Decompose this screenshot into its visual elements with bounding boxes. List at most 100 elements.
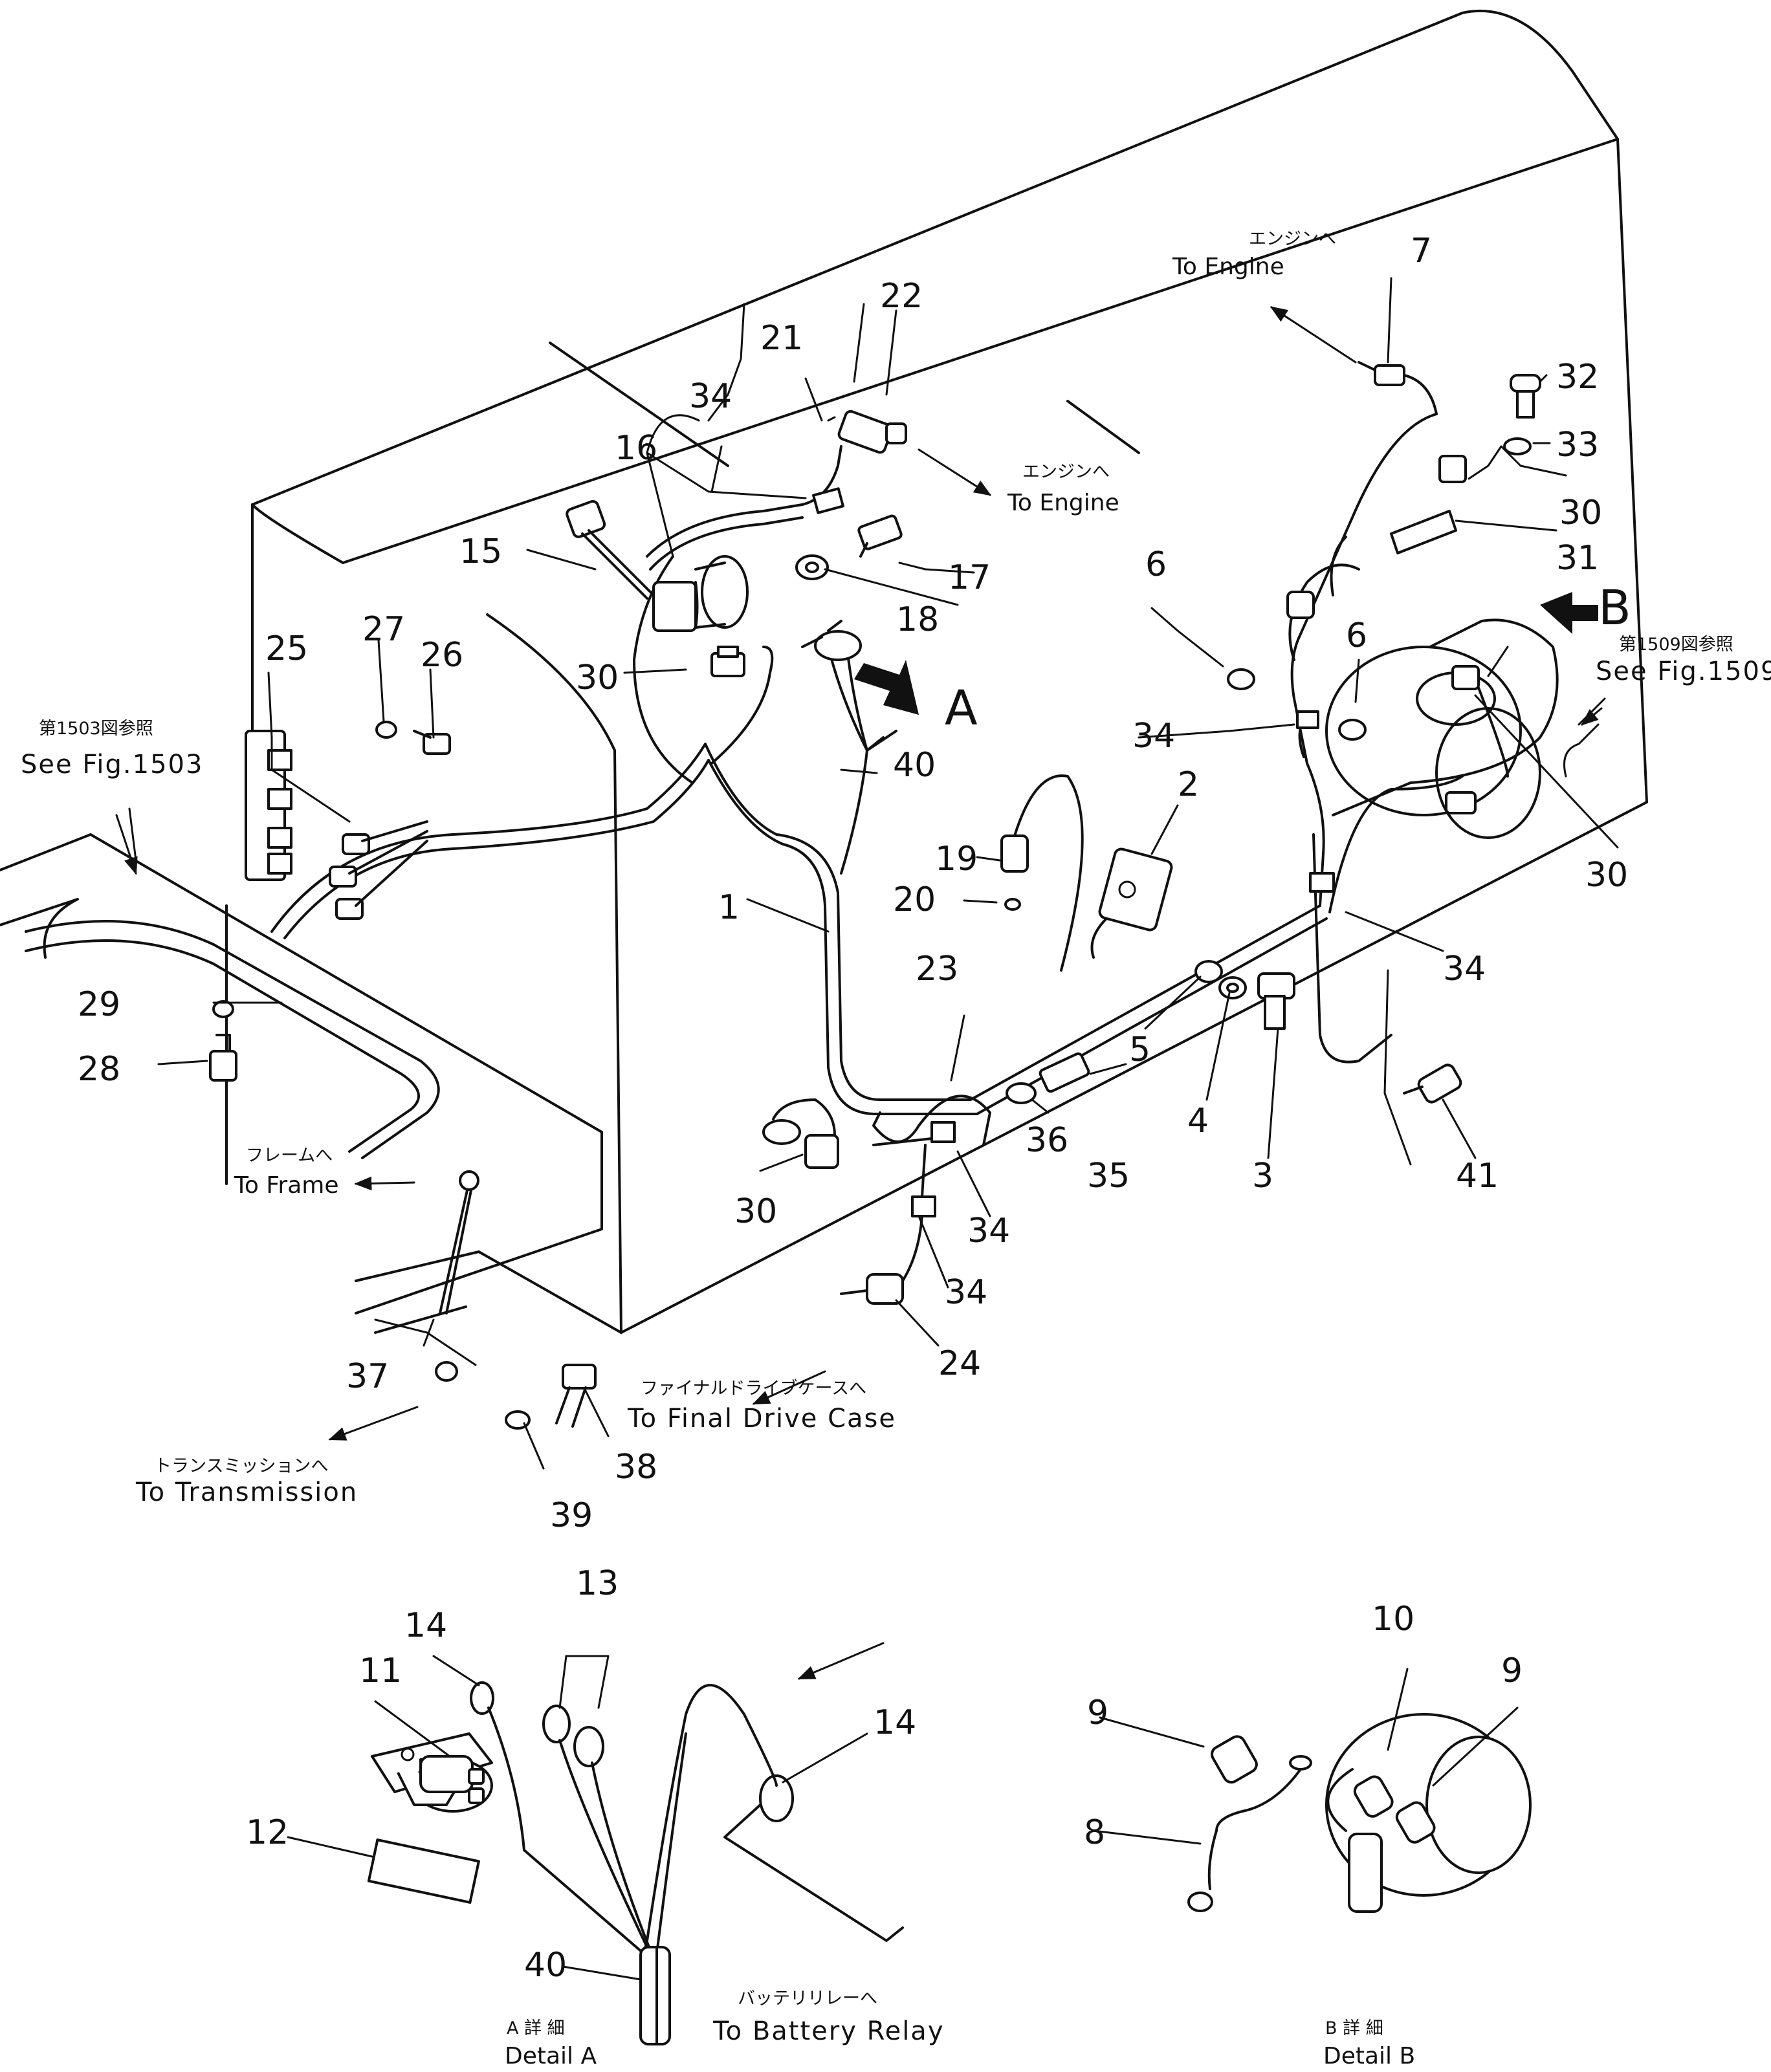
callout-1: 1: [718, 888, 740, 927]
part-7-connector: [1358, 361, 1438, 415]
detail-a-drawing: [287, 1655, 904, 2045]
callout-29: 29: [78, 985, 120, 1024]
annotations: エンジンへ To Engine エンジンへ To Engine 第1503図参照…: [21, 229, 1771, 2069]
frame-en: To Frame: [234, 1172, 339, 1199]
callout-36: 36: [1026, 1121, 1068, 1160]
callout-26: 26: [421, 636, 463, 675]
callout-14: 14: [404, 1606, 447, 1645]
detail-a-jp: A 詳 細: [507, 2018, 565, 2038]
part-38-39-hardware: [505, 1364, 597, 1430]
callout-16: 16: [615, 429, 657, 468]
callout-8: 8: [1084, 1813, 1105, 1852]
callout-23: 23: [916, 950, 958, 988]
part-27-26-hardware: [375, 721, 451, 755]
view-marker-b: B: [1598, 580, 1631, 636]
detail-b-en: Detail B: [1323, 2043, 1415, 2069]
callout-37: 37: [346, 1357, 389, 1396]
callout-6: 6: [1145, 545, 1167, 584]
part-30-connector-a: [710, 646, 745, 677]
direction-arrows: [115, 306, 1603, 1680]
callout-30: 30: [1559, 494, 1602, 532]
callout-25: 25: [265, 629, 308, 668]
callout-27: 27: [362, 610, 405, 649]
part-18-washer: [795, 554, 829, 580]
callout-35: 35: [1087, 1157, 1130, 1195]
callout-3: 3: [1252, 1157, 1273, 1195]
part-30-connector-b: [1438, 455, 1467, 483]
callout-5: 5: [1129, 1031, 1150, 1069]
part-24-sensor: [840, 1215, 923, 1305]
part-15-horn: [566, 500, 655, 600]
engine-mid-en: To Engine: [1007, 490, 1119, 516]
part-21-22-connector: [837, 409, 907, 454]
fig1503-jp: 第1503図参照: [39, 719, 153, 739]
callout-14: 14: [874, 1703, 916, 1742]
callout-15: 15: [459, 532, 502, 571]
callout-28: 28: [78, 1050, 120, 1089]
view-arrow-b: [1540, 592, 1598, 634]
part-5-4-3-hardware: [1194, 960, 1295, 1030]
part-29-28-hardware: [209, 1000, 237, 1082]
callout-32: 32: [1556, 358, 1599, 397]
frame-outline: [0, 9, 1648, 1334]
callout-6: 6: [1346, 616, 1367, 655]
callout-labels: 1 2 3 4 5 6 6 7 8 9 9 10 11 12 13 14 14 …: [78, 232, 1628, 1985]
callout-34: 34: [1132, 717, 1175, 756]
callout-9: 9: [1087, 1694, 1108, 1732]
callout-30: 30: [734, 1192, 777, 1231]
callout-24: 24: [938, 1344, 981, 1383]
callout-38: 38: [615, 1448, 657, 1487]
callout-2: 2: [1178, 765, 1199, 804]
battery-relay-en: To Battery Relay: [712, 2016, 945, 2046]
final-drive-jp: ファイナルドライブケースへ: [641, 1379, 866, 1399]
callout-34: 34: [689, 377, 732, 416]
engine-top-en: To Engine: [1172, 254, 1284, 280]
part-37-strap: [435, 1170, 479, 1382]
part-34-clips-lower: [911, 1121, 956, 1217]
callout-39: 39: [550, 1496, 593, 1535]
part-34-clips-right: [1296, 710, 1335, 893]
callout-34: 34: [945, 1273, 987, 1312]
part-32-screw: [1510, 374, 1541, 419]
part-2-switch: [1090, 847, 1173, 959]
callout-40: 40: [524, 1946, 567, 1985]
engine-top-jp: エンジンへ: [1249, 229, 1336, 249]
callout-33: 33: [1556, 426, 1599, 464]
part-31-bracket: [1390, 510, 1457, 554]
fig1503-en: See Fig.1503: [21, 750, 203, 780]
callout-20: 20: [893, 880, 936, 919]
part-30-connector-c: [1445, 665, 1480, 814]
callout-11: 11: [359, 1652, 402, 1690]
part-30-connector-d: [762, 1098, 839, 1169]
callout-12: 12: [246, 1813, 289, 1852]
part-34-clip-top: [812, 487, 844, 514]
callout-17: 17: [948, 558, 991, 597]
callout-7: 7: [1411, 232, 1432, 270]
final-drive-en: To Final Drive Case: [627, 1404, 896, 1434]
callout-19: 19: [935, 840, 978, 878]
callout-34: 34: [1443, 950, 1486, 988]
view-arrow-a: [854, 660, 919, 715]
part-6-caps: [1227, 591, 1367, 741]
detail-b-jp: B 詳 細: [1325, 2018, 1383, 2038]
part-19-switch: [1000, 774, 1084, 972]
fig1509-jp: 第1509図参照: [1619, 635, 1733, 655]
callout-30: 30: [1585, 856, 1628, 895]
callout-10: 10: [1372, 1600, 1414, 1639]
fig1509-en: See Fig.1509: [1596, 657, 1771, 686]
part-33-washer: [1503, 437, 1532, 455]
detail-b-drawing: [1092, 1668, 1532, 1913]
callout-40: 40: [893, 746, 936, 785]
callout-9: 9: [1501, 1652, 1523, 1690]
callout-22: 22: [880, 277, 923, 316]
leader-lines: [128, 277, 1619, 1470]
callout-21: 21: [760, 319, 803, 358]
part-36-washer: [1006, 1082, 1037, 1104]
engine-mid-jp: エンジンへ: [1022, 462, 1110, 482]
part-17-bolt: [857, 514, 903, 558]
callout-41: 41: [1456, 1157, 1499, 1195]
battery-relay-jp: バッテリリレーへ: [738, 1989, 877, 2009]
part-connectors-left: [329, 820, 428, 920]
callout-13: 13: [576, 1564, 619, 1603]
